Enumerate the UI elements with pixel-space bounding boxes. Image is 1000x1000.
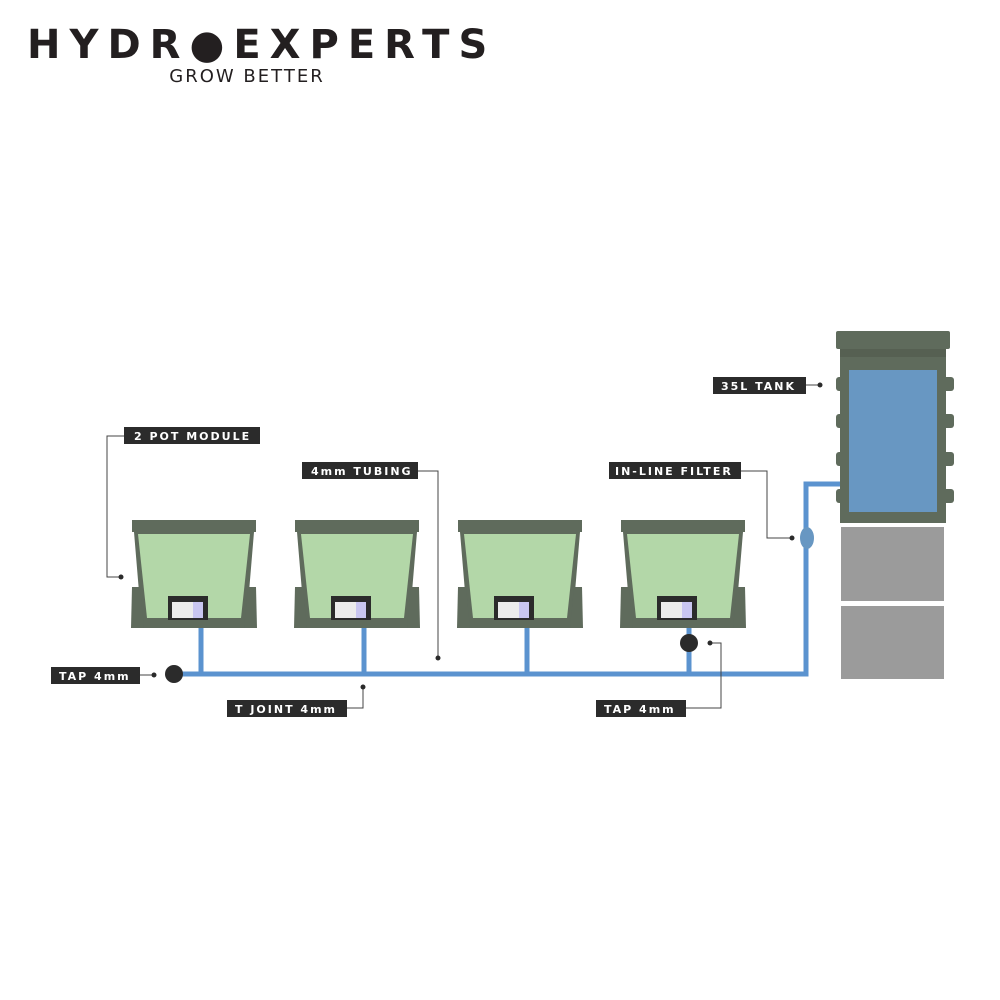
pot-3 xyxy=(457,520,583,628)
svg-text:T JOINT 4mm: T JOINT 4mm xyxy=(235,703,337,716)
tap-right-icon xyxy=(680,634,698,652)
pot-1 xyxy=(131,520,257,628)
label-filter: IN-LINE FILTER xyxy=(609,462,741,479)
tap-left-icon xyxy=(165,665,183,683)
logo-wordmark: HYDR●EXPERTS xyxy=(27,22,497,68)
brand-logo: HYDR●EXPERTS GROW BETTER xyxy=(27,22,497,87)
svg-text:TAP 4mm: TAP 4mm xyxy=(604,703,676,716)
stand-block-1 xyxy=(841,527,944,601)
tank xyxy=(836,331,954,523)
label-tap-left: TAP 4mm xyxy=(51,667,140,684)
label-t-joint: T JOINT 4mm xyxy=(227,700,347,717)
svg-text:TAP 4mm: TAP 4mm xyxy=(59,670,131,683)
logo-tagline: GROW BETTER xyxy=(169,66,325,87)
svg-text:4mm TUBING: 4mm TUBING xyxy=(311,465,413,478)
label-tap-right: TAP 4mm xyxy=(596,700,686,717)
pot-2 xyxy=(294,520,420,628)
leader-lines xyxy=(106,384,820,709)
stand-block-2 xyxy=(841,606,944,679)
svg-text:35L TANK: 35L TANK xyxy=(721,380,796,393)
label-pot-module: 2 POT MODULE xyxy=(124,427,260,444)
pot-4 xyxy=(620,520,746,628)
label-tubing: 4mm TUBING xyxy=(302,462,418,479)
svg-text:IN-LINE FILTER: IN-LINE FILTER xyxy=(615,465,733,478)
water-drop-icon: ● xyxy=(189,22,234,68)
leader-dots xyxy=(118,382,823,690)
inline-filter-icon xyxy=(800,527,814,549)
svg-text:2 POT MODULE: 2 POT MODULE xyxy=(134,430,251,443)
label-tank: 35L TANK xyxy=(713,377,806,394)
